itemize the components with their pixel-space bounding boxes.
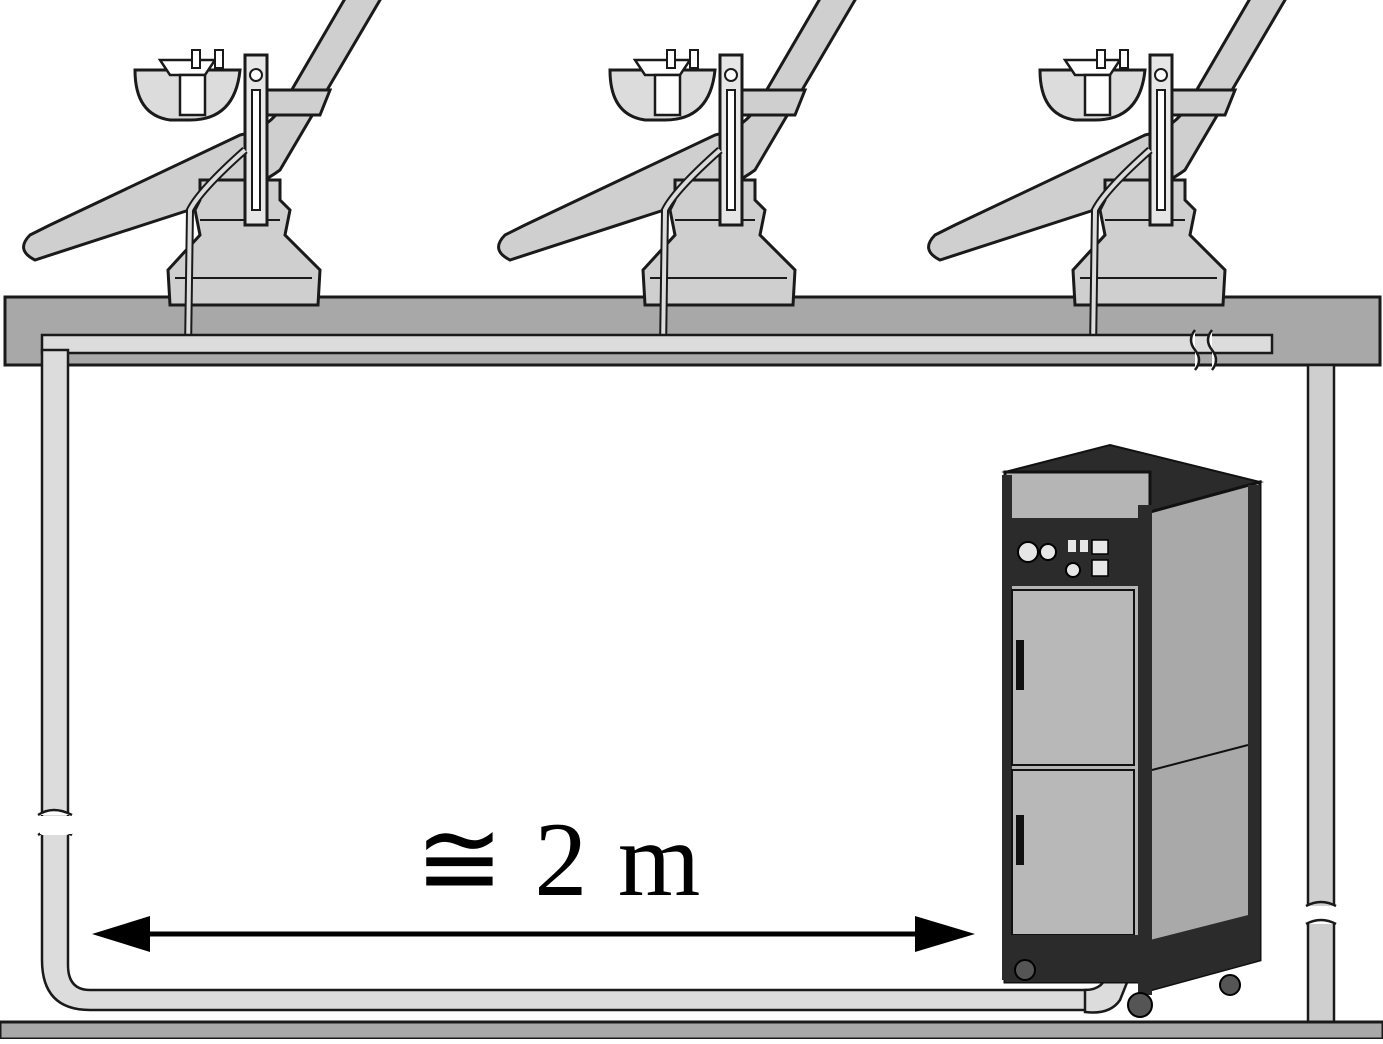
dimension-label: ≅ 2 m xyxy=(415,801,703,918)
ground-floor xyxy=(0,1020,1383,1041)
dimension-arrow xyxy=(92,916,975,952)
suction-cabinet xyxy=(1001,443,1264,1018)
slab-pipe xyxy=(40,333,1274,355)
right-riser-pipe xyxy=(1306,363,1336,1027)
floor-slab xyxy=(3,295,1382,367)
